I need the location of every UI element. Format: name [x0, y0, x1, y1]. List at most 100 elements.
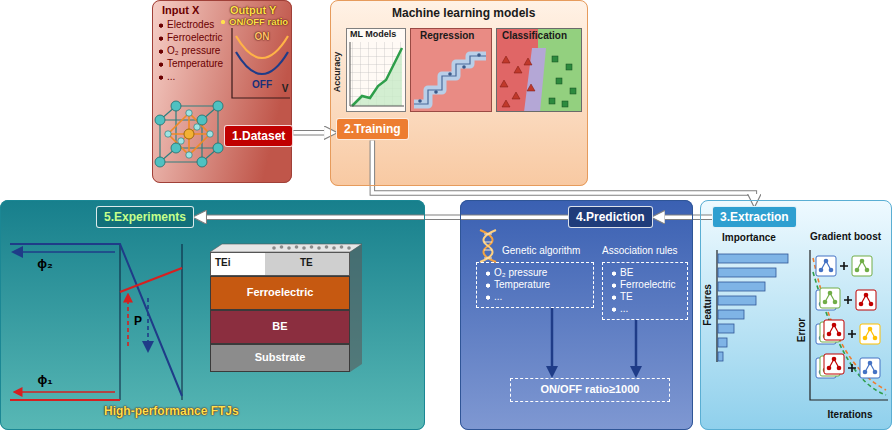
tree-ensemble — [837, 332, 842, 337]
regression-plot — [414, 56, 486, 104]
label-text: 5.Experiments — [104, 210, 186, 224]
importance-bars — [718, 282, 765, 291]
label-text: ... — [158, 71, 175, 83]
perovskite-crystal — [155, 157, 165, 167]
label-text: 1.Dataset — [232, 129, 285, 143]
flow-arrow — [552, 308, 553, 369]
label-text: 3.Extraction — [720, 210, 789, 224]
band-diagram — [10, 244, 182, 396]
tree-ensemble — [863, 370, 868, 375]
band-diagram — [10, 244, 182, 400]
electrode-dots — [310, 245, 314, 249]
electrode-dots — [317, 246, 321, 250]
electrode-dots — [272, 245, 351, 250]
label-text: TE — [300, 257, 313, 269]
label-text: Gradient boost — [810, 231, 881, 243]
labelled-box: Substrate — [210, 344, 350, 372]
axis-label: P — [134, 315, 142, 328]
axis-label: Iterations — [827, 409, 872, 420]
labelled-box: Ferroelectric — [210, 276, 350, 310]
perovskite-crystal — [207, 131, 213, 137]
importance-bars — [718, 352, 723, 361]
tree-ensemble — [848, 364, 856, 372]
tree-ensemble — [823, 300, 828, 305]
label-text: High-performance FTJs — [104, 404, 239, 418]
label-text: Temperature — [485, 279, 585, 291]
importance-bars — [717, 250, 788, 362]
flow-arrow — [372, 140, 754, 197]
classification-plot — [514, 66, 522, 73]
tree-ensemble — [863, 336, 868, 341]
tree-ensemble — [855, 268, 860, 273]
tree-ensemble — [820, 288, 840, 308]
tree-ensemble — [837, 366, 842, 371]
device-stack — [350, 244, 362, 372]
accuracy-chart — [350, 42, 402, 106]
axis-label: ON — [255, 31, 270, 42]
label-text: TE — [611, 291, 679, 303]
importance-bars — [718, 254, 788, 361]
tree-ensemble — [824, 320, 844, 340]
step-panel: Input XElectrodesFerroelectricO₂ pressur… — [152, 0, 292, 183]
tree-ensemble — [873, 336, 878, 341]
label-text: Substrate — [255, 351, 306, 364]
axis-label: V — [282, 83, 289, 94]
arrow-line — [293, 131, 327, 135]
error-plot — [810, 250, 888, 400]
axis-label: ϕ₁ — [37, 373, 52, 387]
label-text: BE — [611, 267, 679, 279]
chart-box: Regression — [410, 28, 492, 112]
importance-bars — [718, 296, 756, 305]
electrode-dots — [325, 245, 329, 249]
electrode-dots — [347, 246, 351, 250]
label-text: Temperature — [158, 58, 223, 70]
classification-plot — [527, 84, 535, 91]
label-text: ... — [485, 291, 585, 303]
step-panel: Genetic algorithmAssociation rules4.Pred… — [460, 200, 693, 430]
label-text: O₂ pressure — [485, 267, 585, 279]
perovskite-crystal — [155, 115, 165, 125]
dna-icon — [480, 230, 496, 262]
label-text: ON/OFF ratio≥1000 — [541, 383, 640, 396]
classification-plot — [524, 58, 532, 65]
label-text: Ferroelectric — [611, 279, 679, 291]
regression-plot — [418, 53, 481, 103]
step-header: 4.Prediction — [568, 206, 653, 228]
arrow-line — [662, 215, 712, 219]
tree-ensemble — [828, 291, 833, 296]
tree-ensemble — [865, 268, 870, 273]
step-header: 1.Dataset — [224, 125, 293, 147]
regression-plot — [434, 90, 438, 94]
label-text: Importance — [722, 232, 776, 244]
classification-plot — [570, 88, 576, 94]
label-text: 4.Prediction — [576, 210, 645, 224]
classification-plot — [502, 100, 510, 107]
panel-fill — [0, 200, 425, 430]
classification-plot — [500, 56, 535, 107]
arrow-outline — [662, 214, 712, 220]
tree-ensemble — [816, 256, 836, 276]
tree-ensemble — [840, 262, 848, 270]
regression-plot — [410, 28, 492, 112]
regression-plot — [462, 65, 466, 69]
perovskite-crystal — [171, 101, 181, 111]
band-diagram — [20, 251, 115, 253]
band-diagram — [20, 391, 115, 393]
label-text: Ferroelectric — [247, 286, 314, 299]
tree-ensemble — [873, 370, 878, 375]
tree-ensemble — [860, 324, 880, 344]
step-panel: Machine learning modelsML ModelsRegressi… — [330, 0, 588, 186]
axis-label: OFF — [252, 79, 272, 90]
electrode-dots — [340, 245, 344, 249]
dashed-list-box: O₂ pressureTemperature... — [476, 262, 594, 308]
arrow-line — [635, 320, 638, 369]
dashed-list-box: BEFerroelectricTE... — [602, 262, 688, 320]
arrow-outline — [203, 214, 568, 220]
arrow-line — [551, 308, 554, 369]
panel-fill — [330, 0, 588, 186]
label-text: Machine learning models — [392, 6, 535, 20]
importance-bars — [718, 338, 727, 347]
classification-plot — [549, 98, 555, 104]
tree-ensemble — [859, 302, 864, 307]
